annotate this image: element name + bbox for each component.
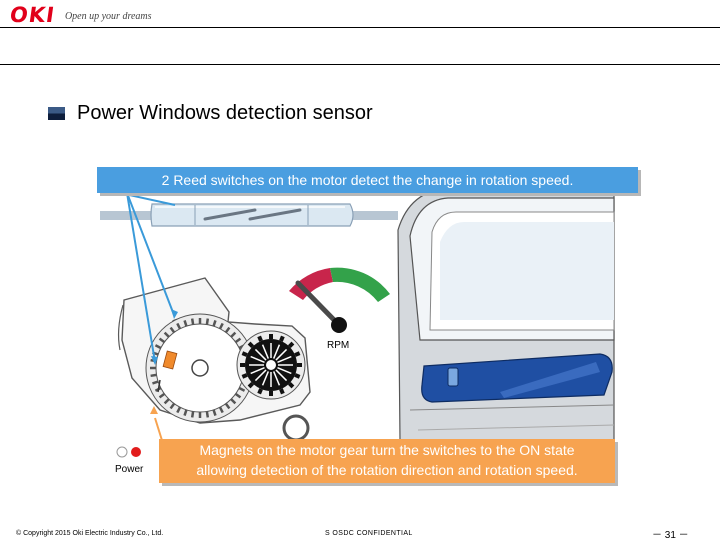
gear-hub xyxy=(191,359,209,377)
impeller-tooth xyxy=(294,373,301,379)
gear-tooth xyxy=(234,337,242,344)
gear-tooth xyxy=(212,320,217,327)
gear-tooth xyxy=(190,411,195,418)
power-led-on xyxy=(131,447,141,457)
gear-tooth xyxy=(176,406,182,414)
gauge-green-arc xyxy=(330,267,390,302)
gear-tooth xyxy=(150,373,157,378)
magnet-icon xyxy=(162,350,178,370)
logo-tagline: Open up your dreams xyxy=(64,10,152,22)
gear-tooth xyxy=(230,331,237,338)
gear-tooth xyxy=(158,392,166,399)
gear-tooth xyxy=(218,322,224,330)
impeller-spoke xyxy=(272,371,281,386)
impeller-tooth xyxy=(279,335,285,342)
impeller-tooth xyxy=(241,351,248,357)
gear-tooth xyxy=(205,411,210,418)
gear-tooth xyxy=(224,402,231,410)
callout-magnets-line1: Magnets on the motor gear turn the switc… xyxy=(199,442,575,458)
gauge-pivot xyxy=(331,317,347,333)
power-indicator: Power xyxy=(115,446,144,475)
impeller-spoke xyxy=(275,348,288,361)
impeller-teeth xyxy=(240,334,302,396)
slide-title-row: Power Windows detection sensor xyxy=(48,102,373,125)
gear-tooth xyxy=(230,398,237,405)
power-led-off xyxy=(116,446,128,458)
callout-magnets-line2: allowing detection of the rotation direc… xyxy=(196,462,578,478)
gear-tooth xyxy=(169,326,176,334)
rpm-gauge: RPM xyxy=(289,267,390,351)
impeller-tooth xyxy=(287,341,295,349)
gear-tooth xyxy=(190,318,195,325)
impeller-tooth xyxy=(241,373,248,379)
slide-title: Power Windows detection sensor xyxy=(77,102,373,124)
window-switch-icon xyxy=(447,367,459,387)
impeller-tooth xyxy=(257,388,263,395)
callout-magnets: Magnets on the motor gear turn the switc… xyxy=(159,439,615,483)
reed-switch-glass xyxy=(150,203,354,227)
impeller-spoke xyxy=(254,348,267,361)
impeller-tooth xyxy=(247,341,255,349)
footer-copyright: © Copyright 2015 Oki Electric Industry C… xyxy=(16,530,164,537)
header-rule xyxy=(0,27,720,28)
motor-assembly xyxy=(117,277,311,442)
impeller-spoke xyxy=(250,366,265,375)
title-bullet-icon xyxy=(48,107,65,120)
pointer-line-1 xyxy=(126,192,175,316)
impeller-spoke xyxy=(261,344,270,359)
page-number: － 31 － xyxy=(652,530,689,540)
power-label: Power xyxy=(115,464,144,475)
gear-tooth xyxy=(154,344,162,350)
gear-tooth xyxy=(163,331,170,338)
footer-confidential: S OSDC CONFIDENTIAL xyxy=(325,530,413,537)
gear-tooth xyxy=(158,337,166,344)
door-armrest xyxy=(421,353,613,403)
impeller-spoke xyxy=(272,344,281,359)
gear-tooth xyxy=(152,380,159,385)
impeller-tooth xyxy=(279,388,285,395)
impeller-spoke xyxy=(254,369,267,382)
impeller-spoke xyxy=(250,355,265,364)
oki-logo: OKI Open up your dreams xyxy=(8,3,152,27)
gear-tooth xyxy=(238,386,246,392)
impeller-spoke xyxy=(277,355,292,364)
gear-tooth xyxy=(205,318,210,325)
impeller-hub xyxy=(266,360,276,370)
impeller-spoke xyxy=(261,371,270,386)
impeller-tooth xyxy=(247,381,255,389)
impeller-tooth xyxy=(257,335,263,342)
impeller-spoke xyxy=(277,366,292,375)
gear-tooth xyxy=(183,409,188,416)
gear-tooth xyxy=(234,392,242,399)
reed-contact-left xyxy=(203,208,257,221)
impeller-tooth xyxy=(287,381,295,389)
impeller-spoke xyxy=(275,369,288,382)
callout-pointers xyxy=(119,192,178,451)
pointer-line-3 xyxy=(119,192,176,206)
pointer-line-2 xyxy=(126,192,156,363)
gauge-label: RPM xyxy=(327,340,349,351)
gauge-needle xyxy=(295,280,342,328)
callout-reed-switches: 2 Reed switches on the motor detect the … xyxy=(97,167,638,193)
subheader-rule xyxy=(0,64,720,65)
car-door xyxy=(397,187,615,481)
gauge-red-arc xyxy=(289,268,333,300)
gear-tooth xyxy=(212,409,217,416)
gear-tooth xyxy=(224,326,231,334)
gear-tooth xyxy=(183,320,188,327)
reed-switch xyxy=(100,203,398,227)
impeller-tooth xyxy=(294,351,301,357)
reed-contact-right xyxy=(248,208,302,221)
mount-hole xyxy=(282,414,310,442)
gear-tooth xyxy=(169,402,176,410)
gear-tooth xyxy=(176,322,182,330)
gear-tooth xyxy=(163,398,170,405)
gear-tooth xyxy=(218,406,224,414)
